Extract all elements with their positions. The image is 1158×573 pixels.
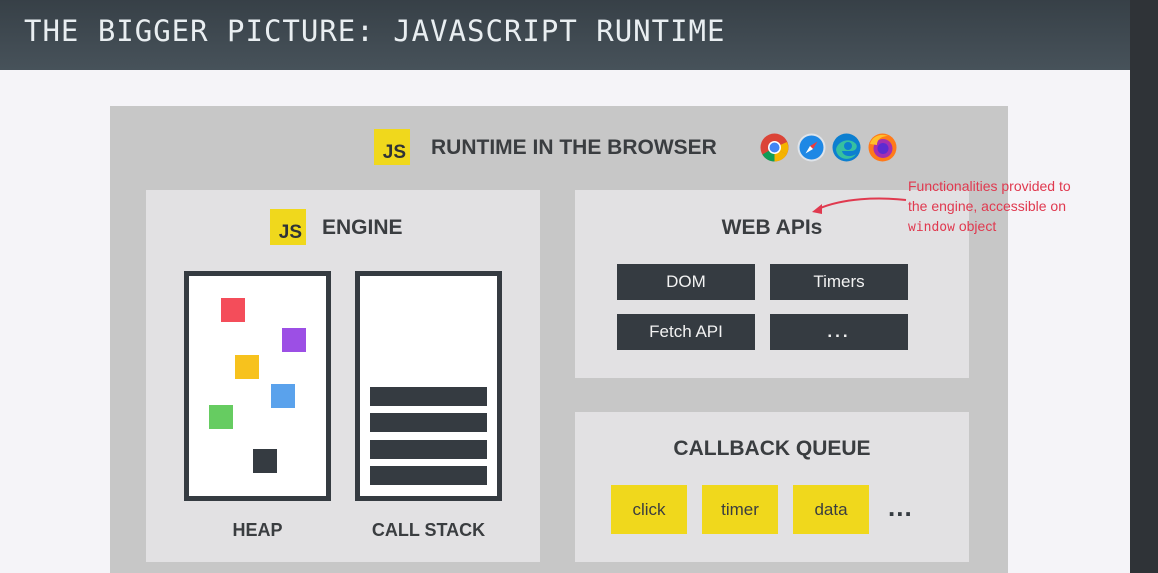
engine-title: ENGINE (322, 216, 403, 239)
slide-title: The Bigger Picture: JavaScript Runtime (24, 14, 726, 48)
js-logo-text: JS (382, 142, 406, 163)
heap-object (271, 384, 295, 408)
annotation-text: object (954, 218, 997, 234)
annotation-line: the engine, accessible on (908, 198, 1066, 214)
web-api-item: DOM (617, 264, 755, 300)
web-api-item: Timers (770, 264, 908, 300)
callback-queue-title: CALLBACK QUEUE (673, 437, 871, 460)
safari-icon (797, 133, 826, 162)
annotation-code: window (908, 220, 955, 235)
slide: The Bigger Picture: JavaScript Runtime J… (0, 0, 1130, 573)
annotation-line: window object (908, 216, 1113, 238)
web-apis-title: WEB APIs (721, 216, 823, 239)
stack-frame (370, 413, 487, 432)
callback-item: timer (702, 485, 778, 534)
stack-frame (370, 440, 487, 459)
callback-item: click (611, 485, 687, 534)
annotation-line: Functionalities provided to (908, 178, 1071, 194)
js-logo-icon: JS (374, 129, 410, 165)
chrome-icon (760, 133, 789, 162)
stack-frame (370, 466, 487, 485)
title-bar: The Bigger Picture: JavaScript Runtime (0, 0, 1130, 70)
heap-object (282, 328, 306, 352)
heap-object (235, 355, 259, 379)
heap-label: HEAP (232, 520, 283, 540)
callback-more: ... (888, 492, 913, 522)
js-logo-text: JS (278, 222, 302, 243)
annotation-arrow-icon (812, 197, 907, 214)
web-api-item: Fetch API (617, 314, 755, 350)
heap-object (221, 298, 245, 322)
edge-icon (832, 133, 861, 162)
web-apis-annotation: Functionalities provided to the engine, … (908, 176, 1113, 238)
heap-object (209, 405, 233, 429)
stack-frame (370, 387, 487, 406)
web-api-item: ... (770, 314, 908, 350)
js-logo-icon: JS (270, 209, 306, 245)
firefox-icon (868, 133, 897, 162)
callback-item: data (793, 485, 869, 534)
call-stack-box (355, 271, 502, 501)
heap-object (253, 449, 277, 473)
runtime-title: RUNTIME IN THE BROWSER (431, 136, 717, 159)
call-stack-label: CALL STACK (371, 520, 486, 540)
